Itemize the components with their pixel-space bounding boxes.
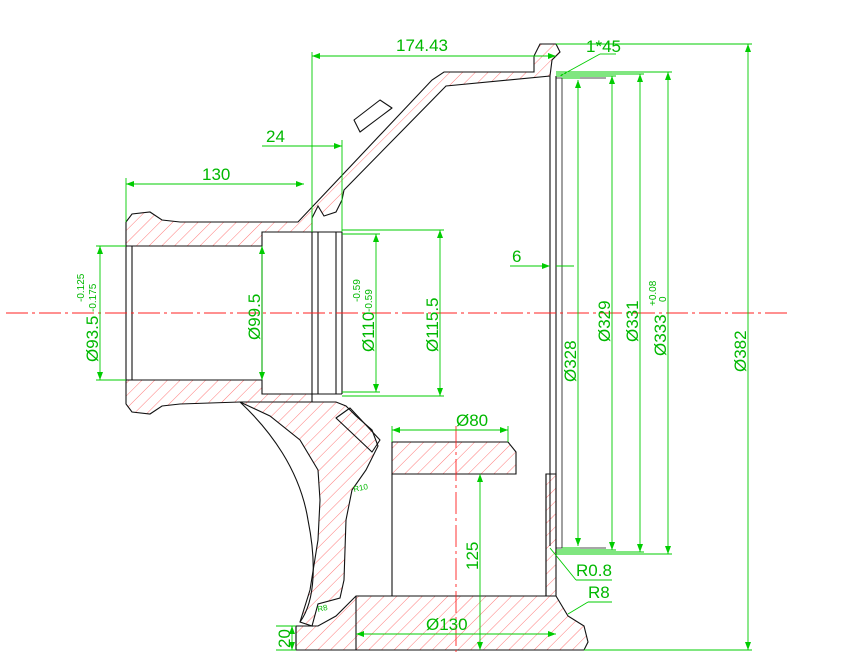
dim-20: 20: [275, 629, 294, 648]
section-hatching: [125, 43, 589, 651]
dim-radius-8-right: R8: [588, 583, 610, 602]
dim-tol-110-upper: -0.59: [352, 279, 363, 302]
dim-dia-115-5: Ø115.5: [423, 297, 442, 352]
lower-wall-section: [125, 379, 313, 415]
right-wall-section: [545, 473, 557, 597]
dim-tol-333-upper: +0.08: [648, 280, 659, 306]
dim-tol-333-lower: 0: [658, 296, 669, 302]
dim-130-top: 130: [202, 165, 230, 184]
dim-24: 24: [266, 127, 285, 146]
dim-dia-331: Ø331: [623, 300, 642, 342]
dim-dia-328: Ø328: [561, 340, 580, 382]
dimension-lines: [96, 43, 752, 651]
dim-dia-99-5: Ø99.5: [245, 294, 264, 340]
dim-dia-80: Ø80: [456, 411, 488, 430]
dim-6: 6: [512, 247, 521, 266]
dim-radius-10: R10: [353, 482, 370, 494]
dim-dia-382: Ø382: [731, 330, 750, 372]
dim-dia-110: Ø110: [359, 312, 378, 352]
dim-125: 125: [463, 542, 482, 570]
dim-tol-110-lower: -0.59: [364, 289, 375, 312]
upper-wall-section: [125, 43, 561, 247]
dim-dia-130-bottom: Ø130: [426, 615, 468, 634]
boss-section: [391, 441, 517, 475]
dimension-labels: 174.43 1*45 24 130 6 Ø93.5 -0.125 -0.175…: [76, 36, 750, 648]
dim-radius-0-8: R0.8: [576, 561, 612, 580]
dim-dia-333: Ø333: [651, 314, 670, 356]
centerlines: [6, 312, 790, 652]
dim-dia-93-5: Ø93.5: [83, 316, 102, 362]
dim-radius-8-left: R8: [317, 603, 329, 614]
dim-tol-93-5-lower: -0.175: [88, 283, 99, 312]
dim-174-43: 174.43: [396, 36, 448, 55]
part-outlines: [125, 76, 606, 650]
dim-chamfer: 1*45: [586, 37, 621, 56]
dim-dia-329: Ø329: [595, 300, 614, 342]
dim-tol-93-5-upper: -0.125: [76, 273, 87, 302]
lower-web-section: [239, 401, 379, 627]
